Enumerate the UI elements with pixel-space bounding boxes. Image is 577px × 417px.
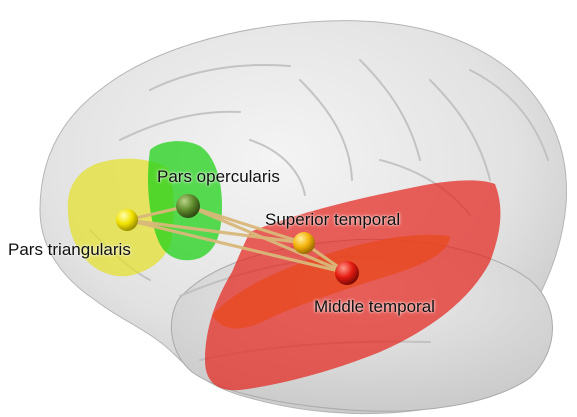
label-superior-temporal: Superior temporal [265,211,400,228]
label-pars-triangularis: Pars triangularis [8,241,131,258]
pars-triangularis-node [116,209,138,231]
middle-temporal-node [335,261,359,285]
label-middle-temporal: Middle temporal [314,298,435,315]
superior-temporal-node [293,232,315,254]
label-pars-opercularis: Pars opercularis [157,168,280,185]
pars-opercularis-node [176,194,200,218]
